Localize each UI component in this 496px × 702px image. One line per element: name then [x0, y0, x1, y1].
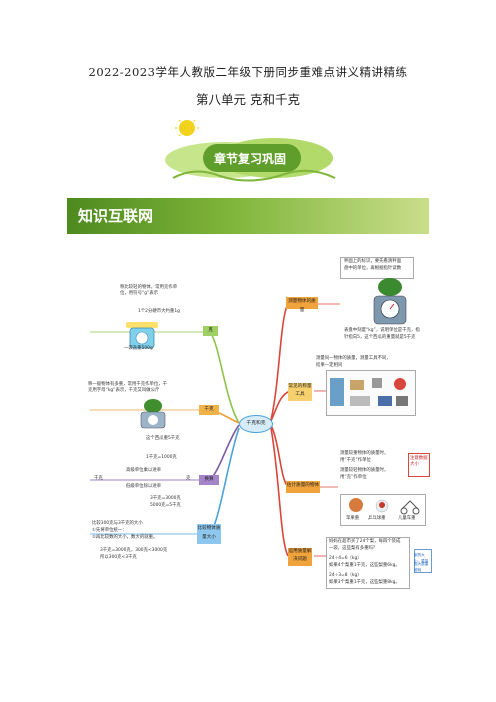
kg-note-2: 克用字母“kg”表示，千克又叫做公斤: [88, 388, 160, 393]
solve-note-4: 如果4个梨重1千克，这些梨重6kg。: [329, 563, 400, 568]
gram-note-4: 一袋盐重500g: [124, 346, 153, 351]
kg-note-1: 称一般物体有多重，常用千克作单位，千: [88, 382, 168, 387]
node-common-tools: 常见的称量工具: [288, 383, 312, 401]
conv-note-up: 高级单位乘以进率: [126, 468, 162, 473]
estimate-note-4: 用“克”作单位: [340, 475, 367, 480]
mindmap-center: 千克和克: [239, 415, 273, 433]
conv-unit-g: 克: [186, 476, 191, 481]
document-title: 2022-2023学年人教版二年级下册同步重难点讲义精讲精练: [88, 65, 408, 79]
solve-note-5: 24÷3=8（kg）: [329, 573, 362, 578]
compare-note-3: ②再比较数的大小，数大的就重。: [92, 535, 158, 540]
node-gram: 克: [203, 326, 218, 336]
section-strip: [67, 198, 429, 234]
kg-note-3: 这个西瓜重5千克: [146, 436, 180, 441]
node-kilogram: 千克: [199, 405, 219, 415]
solve-note-6: 如果3个梨重1千克，这些梨重8kg。: [329, 580, 400, 585]
watermelon-scale-icon: [140, 399, 166, 429]
conv-unit-kg: 千克: [94, 476, 103, 481]
solve-note-3: 24÷4=6（kg）: [329, 556, 362, 561]
conv-note-ex1: 3千克=3000克: [150, 496, 181, 501]
node-compare: 比较物体质量大小: [197, 524, 221, 544]
estimate-note-2: 用“千克”作单位: [340, 458, 371, 463]
measure-note-2: 盘中的单位，再根据指针读数: [344, 266, 402, 271]
solve-note-2: 一袋，这些梨有多重吗？: [329, 546, 378, 551]
estimate-pingpong: 乒乓球重: [368, 516, 386, 521]
estimate-apple: 苹果重: [346, 516, 360, 521]
estimate-items-icons: [349, 498, 420, 515]
node-solve: 运用质量解决问题: [288, 548, 312, 566]
gram-note-2: 位，用符号“g”表示: [120, 291, 159, 296]
solve-note-side1: 梨的大小、重量: [414, 553, 429, 564]
conv-note-ex2: 5000克=5千克: [150, 503, 181, 508]
measure-note-1: 秤面上的标识，要先看清秤面: [344, 259, 402, 264]
gram-note-1: 称比较轻的物体，常用克作单: [120, 285, 178, 290]
measure-note-4: 针指向5，这个西瓜的重量就是5千克: [344, 335, 416, 340]
node-measure: 测量物体的质量: [286, 297, 318, 313]
conv-note-down: 低级单位除以进率: [126, 484, 162, 489]
chapter-banner: [165, 119, 336, 182]
solve-note-side2: 越大越重越轻: [414, 562, 429, 573]
weighing-tools-icons: [330, 378, 408, 406]
node-conversion: 换算: [199, 475, 219, 485]
compare-note-1: 比较300克与3千克的大小: [92, 521, 143, 526]
node-estimate: 估计质量的物体: [286, 481, 320, 493]
compare-note-5: 所以300克<3千克: [100, 555, 137, 560]
gram-note-3: 1个2分硬币大约重1g: [138, 309, 180, 314]
estimate-note-1: 测量较重物体的质量时，: [340, 451, 389, 456]
section-title: 知识互联网: [78, 207, 154, 225]
estimate-note-3: 测量较轻物体的质量时，: [340, 468, 389, 473]
tools-note-1: 测量同一物体的质量，测量工具不同，: [316, 356, 391, 361]
compare-note-4: 3千克=3000克，300克<3000克: [100, 548, 168, 553]
measure-note-3: 表盘中刻度“kg”，说明单位是千克，指: [344, 328, 420, 333]
compare-note-2: ①先将单位统一：: [92, 528, 127, 533]
tools-note-2: 结果一定相同: [316, 363, 343, 368]
conv-note-1: 1千克=1000克: [146, 455, 177, 460]
estimate-note-attention: 注意数据大小: [410, 456, 428, 468]
document-subtitle: 第八单元 克和千克: [196, 92, 300, 107]
watermelon-dial-scale-icon: [373, 278, 407, 325]
scale-icon: [126, 322, 158, 349]
solve-note-1: 妈妈在超市买了24个梨，每四个装成: [329, 539, 401, 544]
estimate-stroller: 儿童车重: [398, 516, 416, 521]
banner-label: 章节复习巩固: [213, 152, 286, 166]
